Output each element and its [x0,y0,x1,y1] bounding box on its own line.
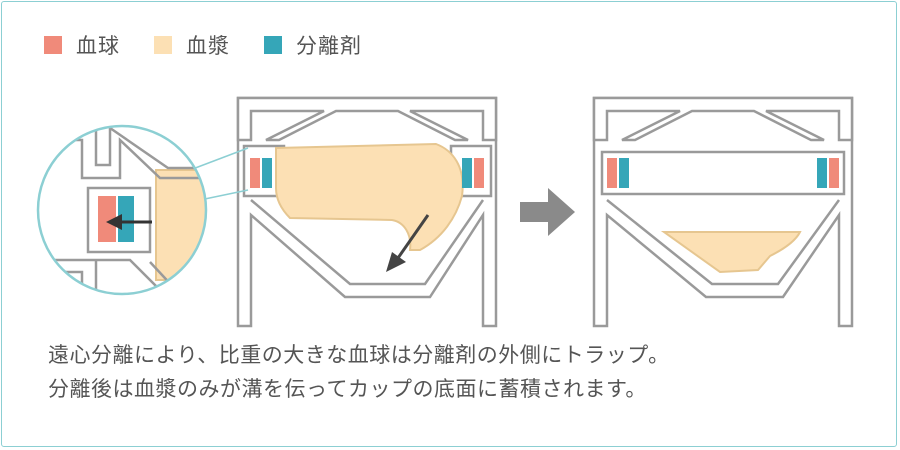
cup-after-plasma [660,231,802,274]
legend: 血球 血漿 分離剤 [44,30,396,60]
cup-before-left-separator [262,158,272,188]
cup-before-right-blood-cells [474,158,484,188]
cup-before-inner-wall [250,199,485,286]
cup-before-plasma [275,142,464,251]
flow-arrow-line [396,214,430,259]
swatch-blood-cells [44,36,62,54]
zoom-arrow-head [106,214,122,230]
zoom-connector-top [189,147,249,171]
zoom-detail [36,124,208,296]
caption-line-1: 遠心分離により、比重の大きな血球は分離剤の外側にトラップ。 [48,343,670,367]
zoom-separator [118,196,134,242]
legend-item-plasma: 血漿 [154,30,230,60]
cup-after-lid [592,96,854,142]
legend-item-blood-cells: 血球 [44,30,120,60]
cup-after-left-separator [619,158,629,188]
zoom-connector-bottom [199,189,249,201]
zoom-ring [36,124,208,296]
cup-after-outer-wall [592,96,854,328]
zoom-blood-cells [98,196,116,242]
cup-before-lid [236,96,498,142]
legend-label-separator: 分離剤 [296,34,362,58]
legend-label-plasma: 血漿 [186,34,230,58]
cup-after-left-blood-cells [607,158,617,188]
caption-line-2: 分離後は血漿のみが溝を伝ってカップの底面に蓄積されます。 [48,377,647,401]
caption: 遠心分離により、比重の大きな血球は分離剤の外側にトラップ。 分離後は血漿のみが溝… [48,338,868,406]
transition-arrow [520,188,575,236]
cup-after-inner-wall [606,199,841,286]
swatch-plasma [154,36,172,54]
cup-before-right-separator [462,158,472,188]
cup-after-tray [600,150,846,196]
legend-label-blood-cells: 血球 [76,34,120,58]
cup-after-right-separator [817,158,827,188]
cup-after-separation [592,96,854,328]
cup-after-right-blood-cells [829,158,839,188]
cup-before-separation [236,96,498,328]
swatch-separator [264,36,282,54]
legend-item-separator: 分離剤 [264,30,362,60]
cup-before-left-blood-cells [250,158,260,188]
flow-arrow-head [386,252,406,272]
zoom-wall-top [40,137,206,180]
